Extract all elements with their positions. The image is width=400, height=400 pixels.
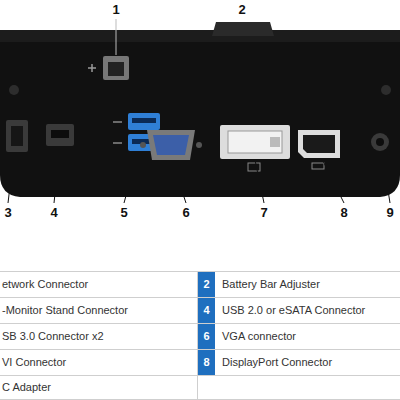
- table-cell: C Adapter: [2, 381, 51, 393]
- usb3-tongue: [132, 118, 156, 123]
- dock-top-edge: [0, 30, 400, 42]
- table-cell: DisplayPort Connector: [222, 356, 332, 368]
- ac-adapter-jack: [371, 133, 389, 151]
- dvi-blade: [270, 137, 280, 147]
- table-cell: -Monitor Stand Connector: [2, 304, 128, 316]
- table-cell: etwork Connector: [2, 278, 88, 290]
- table-cell: VI Connector: [2, 356, 66, 368]
- dvi-connector: [220, 125, 290, 159]
- table-number: 4: [203, 304, 209, 316]
- table-number: 2: [203, 278, 209, 290]
- callout-number: 9: [386, 205, 393, 220]
- callout-number: 5: [120, 205, 127, 220]
- callout-number: 4: [50, 205, 57, 220]
- dvi-socket: [228, 131, 282, 153]
- esata-socket: [51, 130, 69, 138]
- vga-socket: [153, 135, 189, 155]
- table-cell: Battery Bar Adjuster: [222, 278, 320, 290]
- callout-number: 2: [238, 2, 245, 17]
- network-icon: [88, 64, 96, 72]
- callout-number: 7: [260, 205, 267, 220]
- monitor-stand-connector: [6, 120, 28, 152]
- table-cell: SB 3.0 Connector x2: [2, 330, 104, 342]
- esata-port: [46, 124, 74, 146]
- usb-icon: [113, 122, 122, 143]
- table-cell: USB 2.0 or eSATA Connector: [222, 304, 365, 316]
- network-port-socket: [108, 62, 124, 76]
- vga-screw: [140, 142, 146, 148]
- legend-table: [0, 271, 400, 400]
- usb3-port: [128, 113, 160, 130]
- callout-number: 8: [340, 205, 347, 220]
- network-port: [103, 56, 129, 80]
- displayport-connector: [298, 130, 340, 158]
- dvi-icon: [248, 163, 260, 171]
- callout-number: 3: [4, 205, 11, 220]
- displayport-socket: [303, 135, 335, 153]
- ac-adapter-pin: [376, 138, 384, 146]
- screw: [381, 85, 391, 95]
- displayport-icon: [312, 163, 324, 169]
- vga-screw: [196, 142, 202, 148]
- dock-body: [0, 30, 400, 197]
- callout-number: 1: [112, 2, 119, 17]
- vga-connector: [147, 130, 195, 160]
- leader-lines: [8, 19, 390, 203]
- screw: [9, 85, 19, 95]
- table-number: 6: [203, 330, 209, 342]
- monitor-stand-socket: [11, 126, 23, 146]
- battery-bar-adjuster: [212, 22, 274, 36]
- table-number: 8: [203, 356, 209, 368]
- table-cell: VGA connector: [222, 330, 296, 342]
- callout-number: 6: [182, 205, 189, 220]
